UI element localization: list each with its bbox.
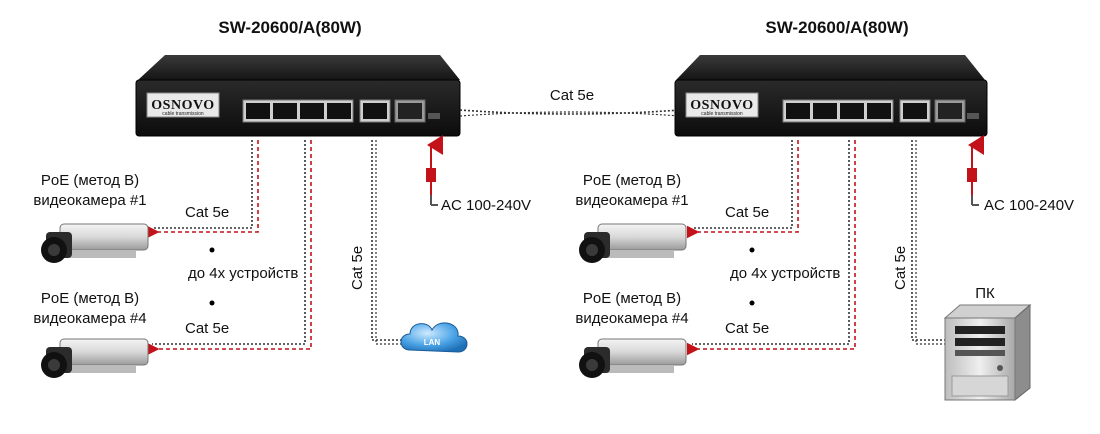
left-uplink-label: Cat 5e <box>349 246 366 290</box>
left-logo: OSNOVO <box>151 98 214 113</box>
left-power-label: AC 100-240V <box>441 197 531 214</box>
right-camera-4 <box>579 338 687 378</box>
left-dot-1 <box>209 247 215 253</box>
left-cam4-label-1: PoE (метод B) <box>41 290 139 307</box>
left-camera-1 <box>41 223 149 263</box>
middle-cable-label: Cat 5e <box>550 87 594 104</box>
left-power-icon <box>426 135 443 206</box>
right-dot-2 <box>749 300 755 306</box>
left-logo-sub: cable transmission <box>162 111 204 117</box>
right-devices-label: до 4х устройств <box>730 265 840 282</box>
left-switch-title: SW-20600/A(80W) <box>218 18 361 37</box>
left-dot-2 <box>209 300 215 306</box>
right-cable4-label: Cat 5e <box>725 320 769 337</box>
left-cam1-label-2: видеокамера #1 <box>33 192 146 209</box>
right-switch: OSNOVO cable transmission <box>674 55 988 137</box>
right-cam1-label-2: видеокамера #1 <box>575 192 688 209</box>
right-power-label: AC 100-240V <box>984 197 1074 214</box>
right-camera-1 <box>579 223 687 263</box>
right-cam1-label-1: PoE (метод B) <box>583 172 681 189</box>
left-section: SW-20600/A(80W) OSNOVO cable transmissio… <box>33 18 531 378</box>
right-switch-title: SW-20600/A(80W) <box>765 18 908 37</box>
right-logo: OSNOVO <box>690 98 753 113</box>
left-camera-4 <box>41 338 149 378</box>
lan-cloud-label: LAN <box>424 338 441 347</box>
right-cam4-label-1: PoE (метод B) <box>583 290 681 307</box>
left-cam1-label-1: PoE (метод B) <box>41 172 139 189</box>
right-uplink-label: Cat 5e <box>892 246 909 290</box>
left-cable4-label: Cat 5e <box>185 320 229 337</box>
right-section: SW-20600/A(80W) OSNOVO cable transmissio… <box>575 18 1074 402</box>
left-devices-label: до 4х устройств <box>188 265 298 282</box>
right-cam4-label-2: видеокамера #4 <box>575 310 688 327</box>
right-cable1-label: Cat 5e <box>725 204 769 221</box>
right-camera-cables <box>686 140 945 356</box>
right-logo-plate <box>685 92 759 118</box>
middle-cable <box>459 109 681 117</box>
right-power-icon <box>967 135 984 206</box>
left-ports <box>242 99 440 123</box>
lan-cloud-icon: LAN <box>400 322 468 353</box>
left-logo-plate <box>146 92 220 118</box>
right-ports <box>782 99 979 123</box>
right-dot-1 <box>749 247 755 253</box>
left-switch: OSNOVO cable transmission <box>135 55 461 137</box>
pc-tower-icon <box>943 303 1032 402</box>
left-cable1-label: Cat 5e <box>185 204 229 221</box>
right-logo-sub: cable transmission <box>701 111 743 117</box>
left-camera-cables <box>146 140 405 356</box>
pc-label: ПК <box>975 285 995 302</box>
left-cam4-label-2: видеокамера #4 <box>33 310 146 327</box>
